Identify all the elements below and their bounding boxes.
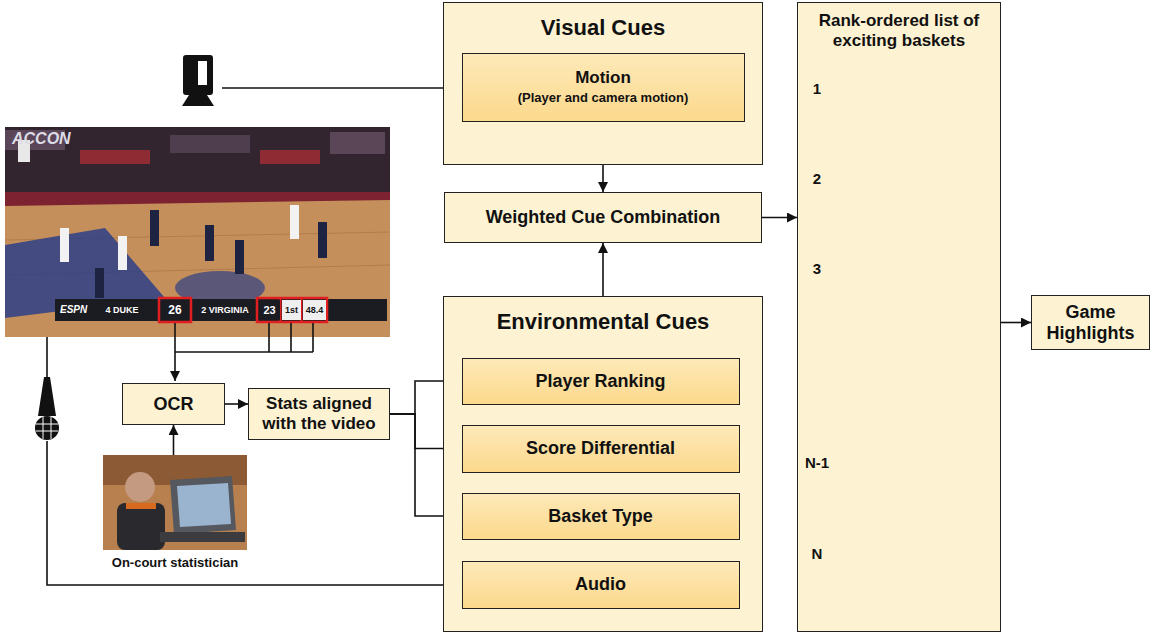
camera-icon <box>198 61 207 85</box>
node-title: Audio <box>471 574 731 595</box>
node-title: Stats aligned with the video <box>255 394 383 433</box>
scoreboard-wire <box>290 323 292 352</box>
microphone-icon <box>36 431 58 432</box>
video-frame <box>260 150 320 164</box>
camera-icon <box>182 55 214 106</box>
scoreboard-wire <box>312 323 314 352</box>
process-box: Weighted Cue Combination <box>444 192 762 243</box>
microphone-icon <box>51 417 52 439</box>
scoreboard-wire <box>268 323 270 352</box>
video-frame <box>290 205 299 239</box>
video-frame <box>5 200 390 337</box>
node-title: Basket Type <box>471 506 731 527</box>
rank-number: 1 <box>806 80 828 98</box>
node-title: Visual Cues <box>458 15 748 40</box>
statistician-photo <box>125 472 155 502</box>
connector-arrow <box>602 243 604 296</box>
photo-caption-frame: On-court statistician <box>95 455 255 573</box>
node-title: Environmental Cues <box>458 309 748 334</box>
video-frame <box>150 210 159 246</box>
scoreboard-wire <box>175 351 313 353</box>
node-title: OCR <box>129 394 218 415</box>
scoreboard-wire <box>175 323 313 381</box>
rank-number: 2 <box>806 170 828 188</box>
video-frame <box>5 127 390 337</box>
rank-number: N-1 <box>801 454 833 472</box>
process-box: Stats aligned with the video <box>248 388 390 440</box>
list-panel: Rank-ordered list of exciting baskets <box>797 2 1001 632</box>
cue-box: Score Differential <box>462 425 740 473</box>
video-frame <box>159 298 191 322</box>
node-title: Game Highlights <box>1038 302 1143 343</box>
rank-number: N <box>806 545 828 563</box>
camera-icon <box>183 55 213 95</box>
statistician-photo <box>126 503 156 509</box>
scoreboard-text: 2 VIRGINIA <box>196 302 254 318</box>
rank-number: 3 <box>806 260 828 278</box>
scoreboard-clock: 48.4 <box>303 300 326 320</box>
node-subtitle: (Player and camera motion) <box>471 91 736 106</box>
connector-arrow <box>602 165 604 192</box>
video-frame <box>318 222 327 258</box>
cue-box: Motion (Player and camera motion) <box>462 53 745 122</box>
statistician-photo <box>103 455 247 550</box>
video-frame <box>55 299 387 321</box>
video-frame <box>5 127 390 337</box>
statistician-photo <box>103 455 247 550</box>
group-panel: Visual CuesMotion (Player and camera moti… <box>443 2 763 165</box>
statistician-photo <box>170 476 236 534</box>
microphone-icon <box>43 417 44 439</box>
microphone-icon <box>46 337 48 377</box>
cue-box: Player Ranking <box>462 358 740 405</box>
video-frame <box>80 150 150 164</box>
video-frame <box>95 268 104 298</box>
video-frame <box>330 132 385 154</box>
scoreboard-text: ESPN <box>60 302 87 318</box>
connector-arrow <box>762 217 797 219</box>
scoreboard-period: 1st <box>282 300 301 320</box>
audio-wire <box>47 441 460 585</box>
connector-arrow <box>1001 322 1031 324</box>
video-frame <box>170 135 250 153</box>
video-frame <box>5 127 390 212</box>
group-panel: Environmental CuesPlayer RankingScore Di… <box>443 296 763 632</box>
connector-arrow <box>225 403 248 405</box>
node-title: Motion <box>471 68 736 88</box>
microphone-icon <box>36 424 58 425</box>
video-frame <box>257 298 327 322</box>
node-title: On-court statistician <box>99 556 251 571</box>
scoreboard-text: 4 DUKE <box>92 302 152 318</box>
video-frame <box>5 228 165 318</box>
microphone-icon <box>35 416 59 440</box>
cue-box: Audio <box>462 561 740 609</box>
video-frame <box>205 225 214 261</box>
microphone-icon <box>38 377 56 416</box>
process-box: OCR <box>122 383 225 425</box>
statistician-photo <box>160 532 245 542</box>
video-frame <box>235 240 244 274</box>
logo-text: ACCON <box>12 130 71 148</box>
node-title: Rank-ordered list of exciting baskets <box>808 11 990 50</box>
node-title: Weighted Cue Combination <box>453 207 753 228</box>
statistician-photo <box>177 483 231 527</box>
microphone-icon <box>35 337 59 440</box>
video-frame <box>118 236 127 270</box>
scoreboard-score: 26 <box>161 300 189 320</box>
camera-icon <box>182 95 214 106</box>
connector-arrow <box>173 425 175 455</box>
output-box: Game Highlights <box>1031 295 1150 350</box>
camera-wire <box>222 87 460 89</box>
cue-box: Basket Type <box>462 493 740 540</box>
node-title: Score Differential <box>471 438 731 459</box>
node-title: Player Ranking <box>471 371 731 392</box>
statistician-photo <box>117 503 165 550</box>
scoreboard-score: 23 <box>259 300 280 320</box>
video-frame <box>60 228 69 262</box>
